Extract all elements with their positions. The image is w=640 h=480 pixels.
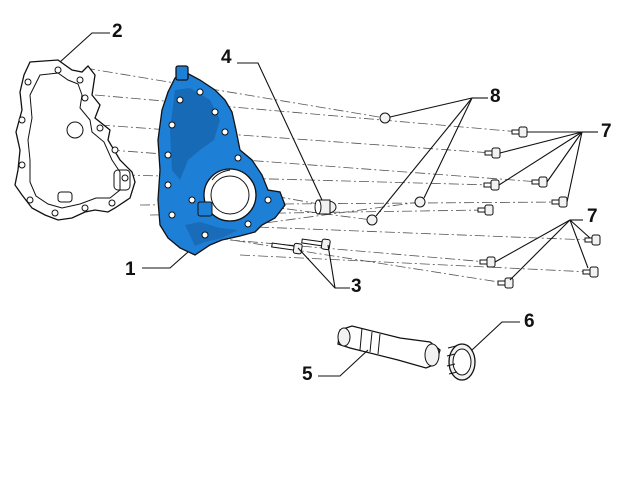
gasket [14, 59, 136, 221]
leader-lines [59, 32, 598, 377]
seal [446, 343, 476, 381]
callout-5: 5 [302, 364, 313, 385]
callout-6: 6 [524, 311, 535, 332]
callout-1: 1 [125, 259, 136, 280]
bolts-upper-group [477, 126, 568, 216]
callout-4: 4 [221, 47, 232, 68]
plug [314, 199, 337, 215]
callout-7-upper: 7 [601, 121, 612, 142]
callout-3: 3 [351, 276, 362, 297]
sleeve [337, 325, 441, 369]
bolts-lower-group [479, 234, 601, 289]
callout-7-lower: 7 [587, 206, 598, 227]
callout-8: 8 [490, 86, 501, 107]
callout-labels: 2 4 1 3 8 7 7 5 6 [112, 21, 612, 385]
callout-2: 2 [112, 21, 123, 42]
nuts [366, 112, 426, 226]
timing-cover [157, 65, 286, 256]
